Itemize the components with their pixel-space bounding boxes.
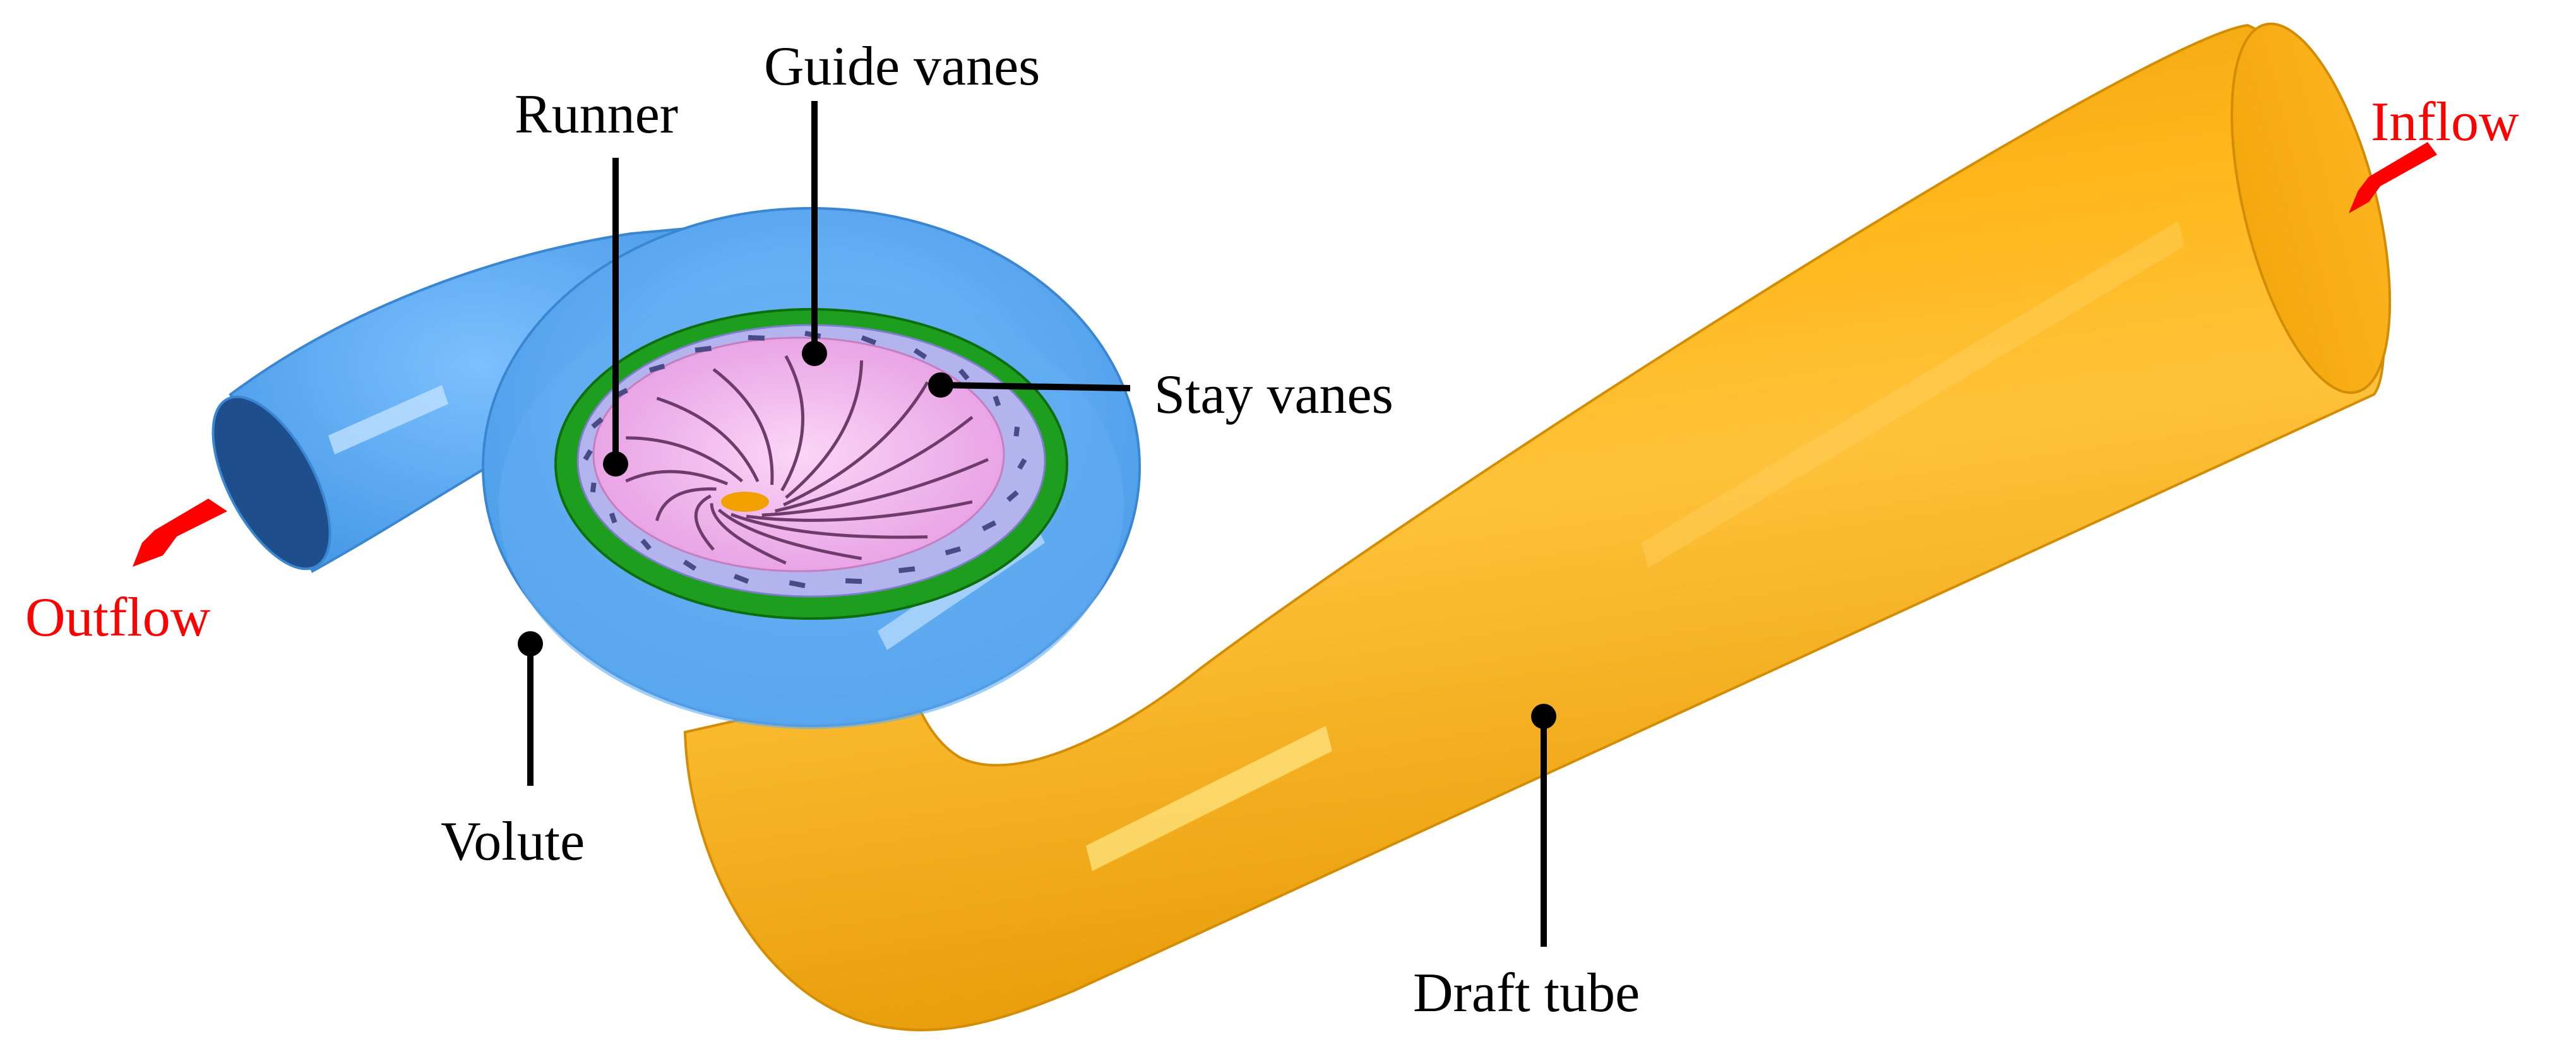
runner-blade <box>655 487 717 521</box>
dot-volute <box>518 631 543 656</box>
runner-label: Runner <box>515 84 679 145</box>
vane-group <box>583 331 1027 588</box>
guide-vane-blade <box>958 368 970 381</box>
outflow-arrow-icon <box>133 499 227 567</box>
leader-dots <box>518 341 1556 729</box>
inflow-label: Inflow <box>2371 92 2519 153</box>
guide-vane-blade <box>1017 458 1027 470</box>
guide-vane-blade <box>861 335 877 345</box>
draft-tube-shape <box>683 22 2392 1031</box>
flow-arrows <box>133 142 2437 567</box>
guide-vane-blade <box>913 348 927 360</box>
draft-tube-label: Draft tube <box>1413 963 1640 1024</box>
runner-blade <box>625 470 729 485</box>
guide-vane-blade <box>789 580 806 588</box>
guide-vane-blade <box>695 345 712 353</box>
runner-blade <box>730 513 928 539</box>
volute-highlight <box>328 385 448 454</box>
volute-shape <box>212 207 1141 729</box>
guide-vane-blade <box>1013 426 1020 437</box>
runner-blade <box>761 458 989 517</box>
leader-stay-vanes <box>940 382 1131 391</box>
guide-vane-blade <box>981 520 997 531</box>
runner-blade <box>712 368 774 485</box>
guide-vane-blade <box>683 559 697 571</box>
runner-blade <box>785 360 864 499</box>
dot-guide-vanes <box>802 341 827 366</box>
runner-blade <box>656 396 760 482</box>
leader-lines <box>527 101 1547 947</box>
guide-vane-blade <box>993 395 1001 407</box>
volute-label: Volute <box>441 811 585 872</box>
guide-vane-blade <box>1006 490 1019 502</box>
draft-tube-highlight <box>1086 726 1332 871</box>
runner-blade <box>694 494 715 551</box>
draft-tube-body <box>683 23 2385 1031</box>
runner-blade <box>626 436 744 483</box>
runner-blade <box>746 500 973 522</box>
runner-blade <box>780 355 804 492</box>
dot-draft-tube <box>1531 704 1556 729</box>
draft-tube-highlight-2 <box>1642 221 2185 568</box>
guide-vane-blade <box>583 449 593 461</box>
guide-vanes-label: Guide vanes <box>764 36 1041 97</box>
runner-hub <box>721 492 769 512</box>
guide-vane-blade <box>609 512 617 524</box>
inflow-arrow-icon <box>2349 142 2437 213</box>
volute-outlet-mouth <box>212 395 331 571</box>
guide-vane-blade <box>945 546 962 555</box>
guide-vane-blade <box>590 482 597 493</box>
guide-vane-blade <box>733 574 749 584</box>
runner-blade <box>775 415 974 513</box>
outflow-label: Outflow <box>25 587 211 648</box>
guide-vane-blade <box>591 417 604 429</box>
guide-vane-blade <box>898 566 915 574</box>
runner-blade <box>717 508 862 560</box>
runner-blade <box>710 503 787 565</box>
runner-blade <box>783 381 929 507</box>
dot-runner <box>603 451 628 477</box>
guide-vane-blade <box>648 364 665 373</box>
stay-vanes-label: Stay vanes <box>1154 364 1393 425</box>
dot-stay-vanes <box>928 372 953 398</box>
guide-vane-blade <box>640 538 652 551</box>
